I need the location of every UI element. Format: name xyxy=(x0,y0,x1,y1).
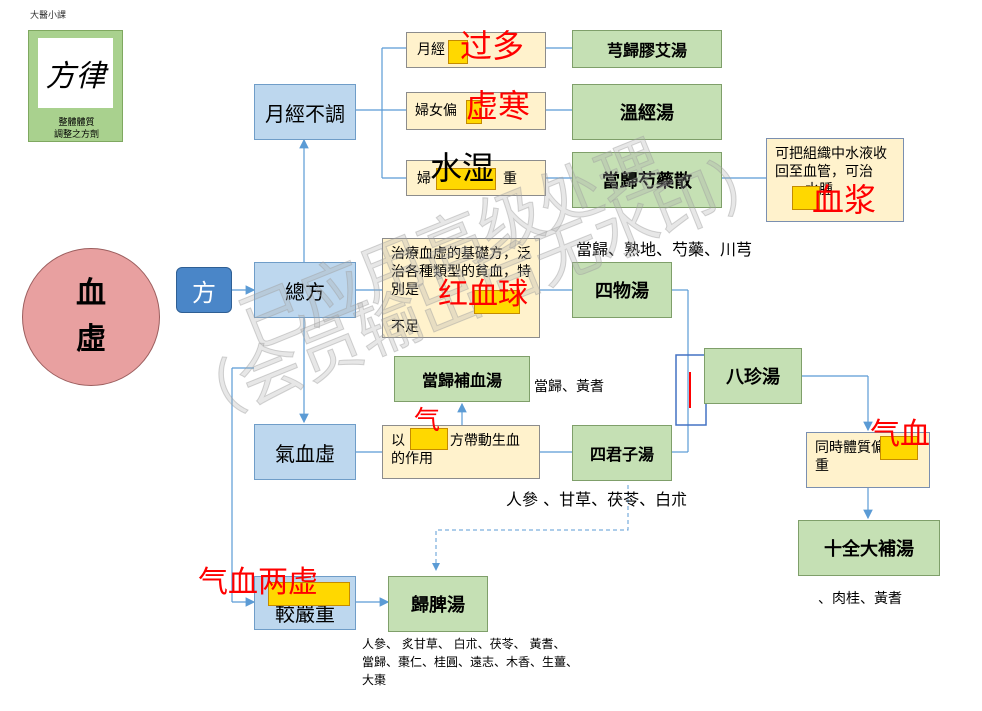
logo: 方律 整體體質 調整之方劑 xyxy=(28,30,123,142)
ingredients-si-junzi: 人參 、甘草、茯苓、白朮 xyxy=(506,490,688,509)
general-description: 治療血虛的基礎方，泛治各種類型的貧血，特別是 不足 xyxy=(382,238,540,338)
ingredients-si-wu: 當歸、熟地、芍藥、川芎 xyxy=(576,240,753,259)
annotation-xuhan: 虚寒 xyxy=(466,87,531,125)
condition-heavy-menses: 月經 xyxy=(406,32,546,68)
annotation-qixue-liangxu: 气血两虚 xyxy=(198,565,318,600)
highlight-patch xyxy=(880,436,918,460)
highlight-patch xyxy=(448,40,468,64)
highlight-patch xyxy=(410,428,448,450)
fang-badge: 方 xyxy=(176,267,232,313)
ingredients-shi-quan: 、肉桂、黃耆 xyxy=(818,591,902,607)
main-node-line1: 血 xyxy=(76,275,106,311)
category-general: 總方 xyxy=(254,262,356,318)
formula-jiao-ai: 芎歸膠艾湯 xyxy=(572,30,722,68)
category-menstrual: 月經不調 xyxy=(254,84,356,140)
logo-seal: 方律 xyxy=(38,38,113,108)
formula-wen-jing: 溫經湯 xyxy=(572,84,722,140)
annotation-hongxueqiu: 红血球 xyxy=(438,277,528,312)
ingredients-danggui-buxue: 當歸、黃耆 xyxy=(534,379,604,395)
formula-gui-pi: 歸脾湯 xyxy=(388,576,488,632)
highlight-patch xyxy=(436,168,496,190)
annotation-qi: 气 xyxy=(414,406,441,436)
ingredients-gui-pi-line1: 人參、 炙甘草、 白朮、茯苓、 黃耆、 xyxy=(362,637,566,651)
formula-ba-zhen: 八珍湯 xyxy=(704,348,802,404)
annotation-xuejiang: 血浆 xyxy=(812,181,877,219)
formula-si-junzi: 四君子湯 xyxy=(572,425,672,481)
main-node-line2: 虛 xyxy=(76,322,106,357)
category-qi-blood: 氣血虛 xyxy=(254,424,356,480)
formula-si-wu: 四物湯 xyxy=(572,262,672,318)
highlight-patch xyxy=(268,582,350,606)
highlight-patch xyxy=(792,186,820,210)
highlight-patch xyxy=(474,290,520,314)
annotation-shuishi: 水湿 xyxy=(430,149,495,187)
main-node-blood-deficiency: 血 虛 xyxy=(22,248,160,386)
ingredients-gui-pi-line2: 當歸、棗仁、桂圓、遠志、木香、生薑、 xyxy=(362,655,579,669)
highlight-patch xyxy=(466,100,482,124)
logo-caption-line2: 調整之方劑 xyxy=(53,130,99,140)
formula-shi-quan: 十全大補湯 xyxy=(798,520,940,576)
formula-danggui-buxue: 當歸補血湯 xyxy=(394,356,530,402)
logo-caption-top: 大醫小課 xyxy=(30,11,67,21)
ingredients-gui-pi-line3: 大棗 xyxy=(362,673,387,687)
annotation-qixue: 气血 xyxy=(870,417,930,452)
qi-blood-description: 以 方帶動生血 的作用 xyxy=(382,425,540,479)
formula-danggui-shaoyao: 當歸芍藥散 xyxy=(572,152,722,208)
annotation-guoduo: 过多 xyxy=(460,27,525,65)
logo-caption-line1: 整體體質 xyxy=(58,118,95,128)
